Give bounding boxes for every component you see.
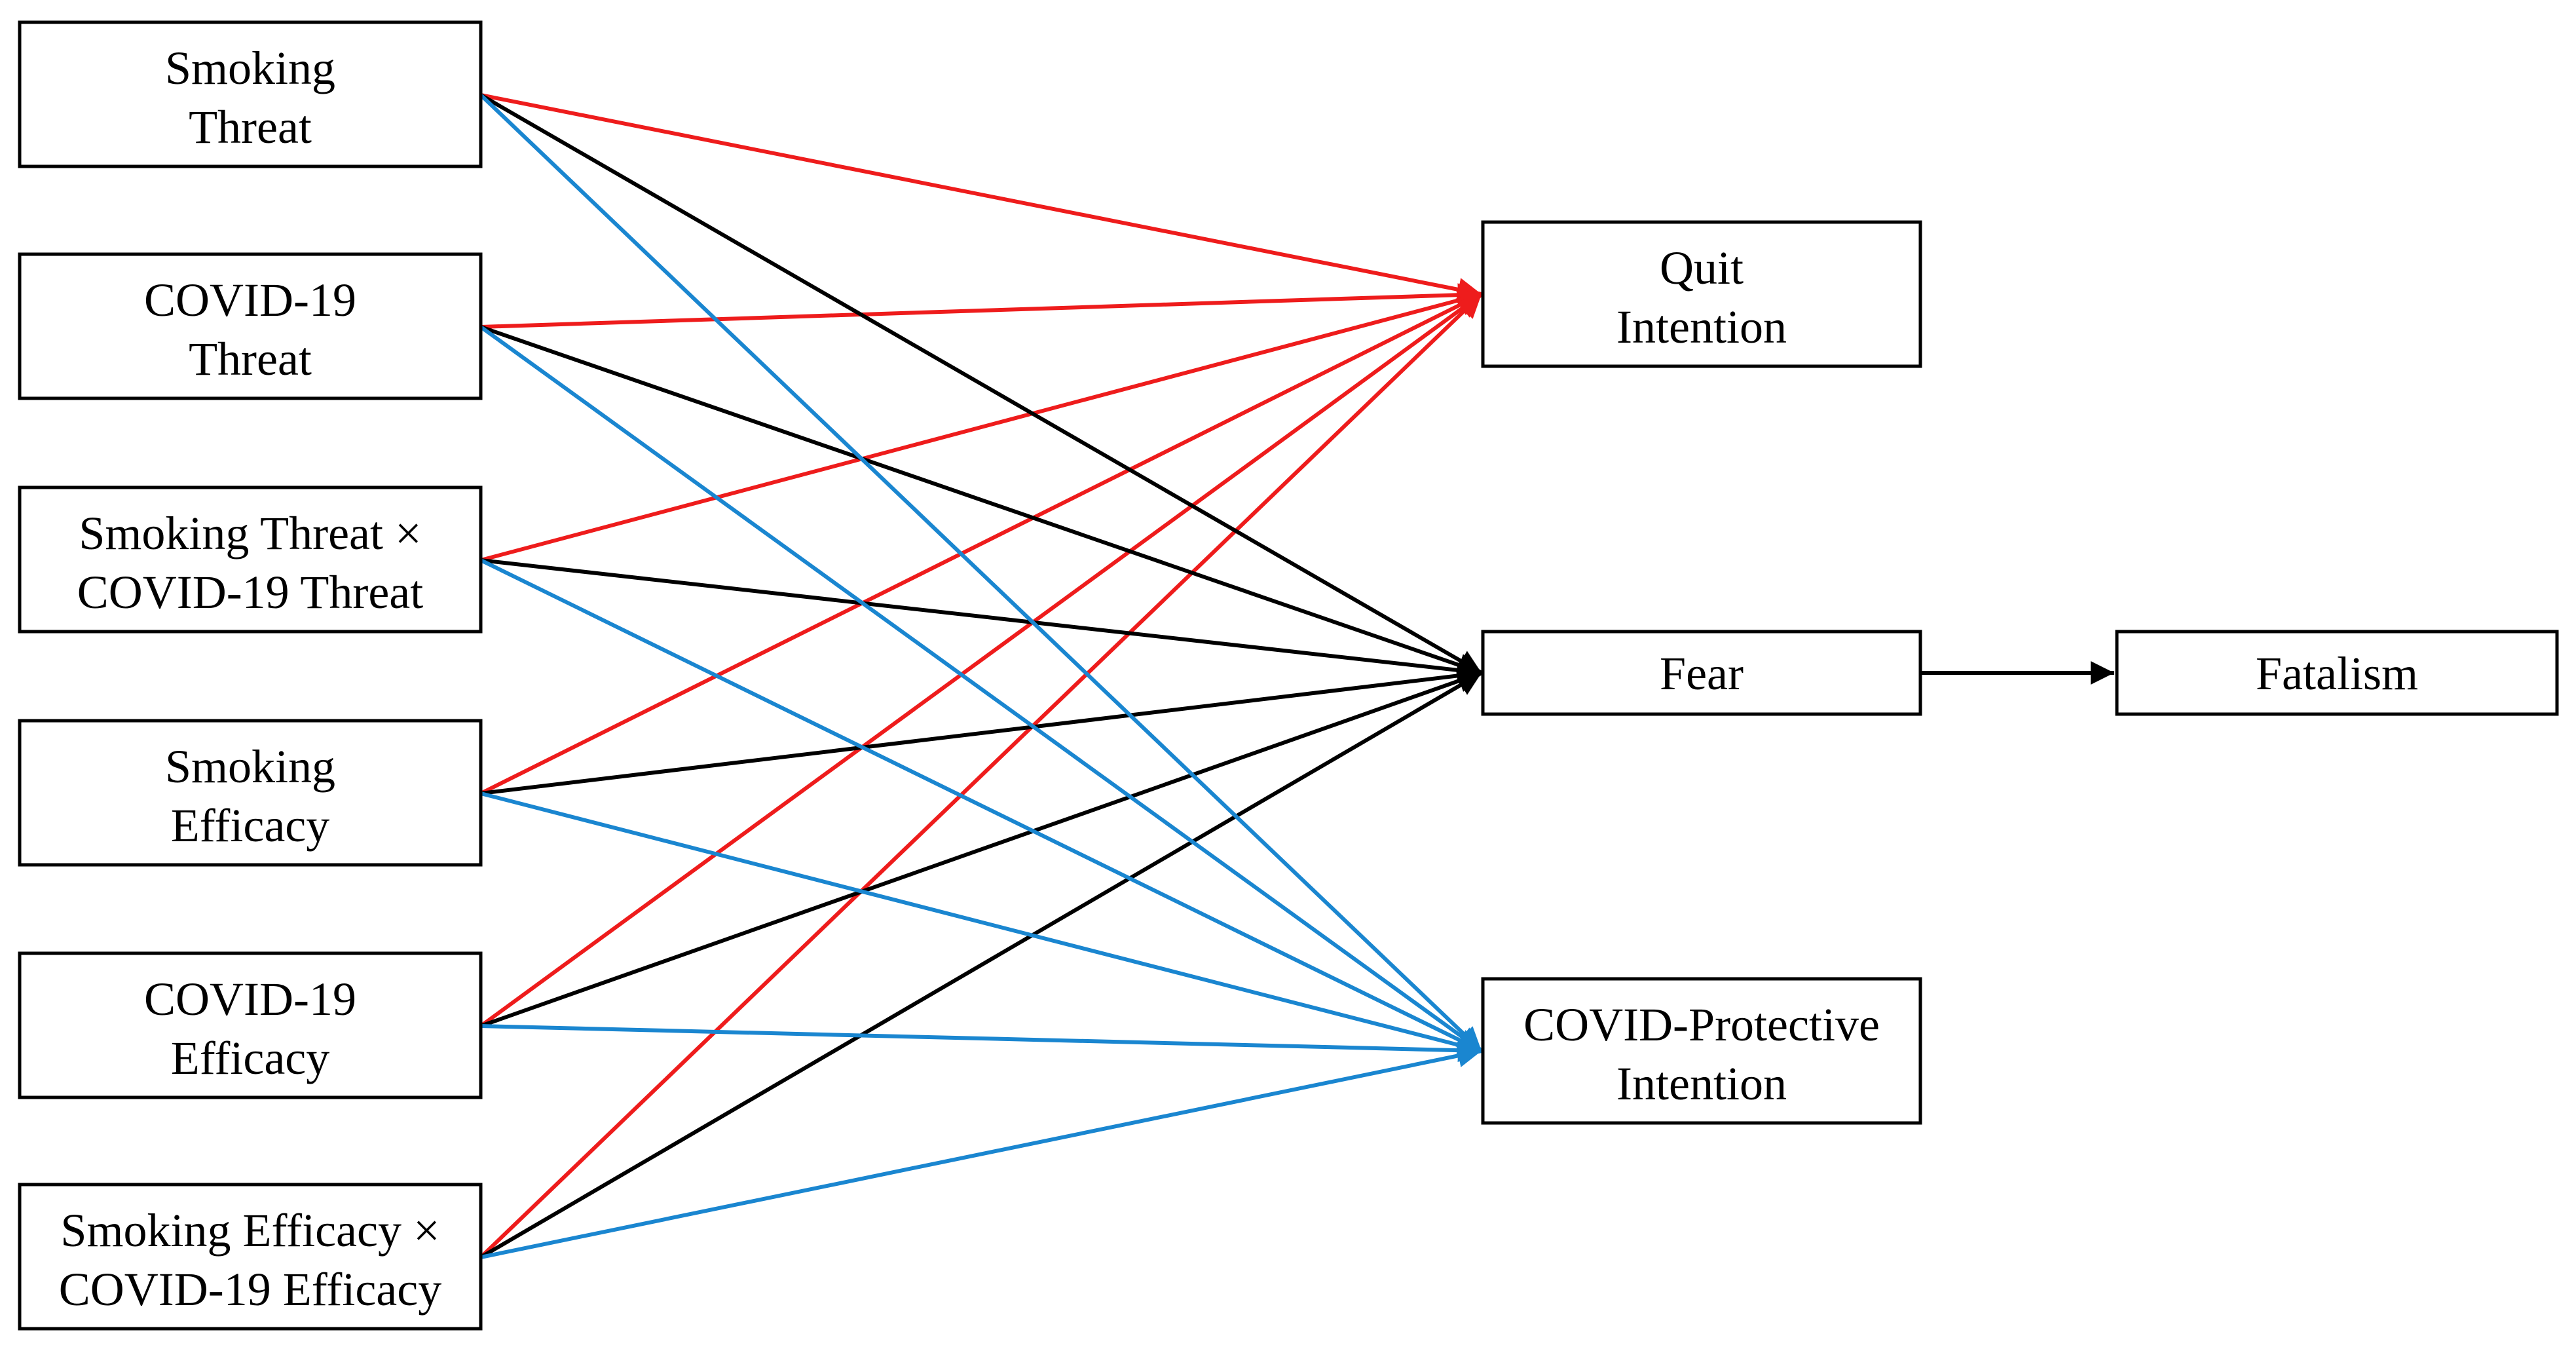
node-covid-threat-line-2: Threat	[189, 333, 312, 385]
arrow-covid-threat-to-covid-protective-intention	[479, 325, 1483, 1053]
arrow-threat-interaction-to-quit-intention	[480, 288, 1482, 562]
node-quit-intention: Quit Intention	[1481, 220, 1922, 368]
node-fear: Fear	[1481, 630, 1922, 716]
arrow-smoking-threat-to-fear	[479, 93, 1483, 675]
node-efficacy-interaction-line-1: Smoking Efficacy ×	[60, 1204, 439, 1257]
arrow-smoking-efficacy-to-quit-intention	[479, 292, 1483, 795]
node-fatalism-label: Fatalism	[2256, 647, 2418, 700]
arrow-covid-threat-to-fear	[480, 325, 1482, 677]
node-smoking-efficacy-line-1: Smoking	[165, 740, 335, 793]
arrow-covid-efficacy-to-covid-protective-intention	[480, 1024, 1482, 1063]
arrow-covid-threat-to-quit-intention	[480, 283, 1482, 329]
node-smoking-threat: Smoking Threat	[18, 20, 483, 168]
arrow-efficacy-interaction-to-fear	[479, 671, 1483, 1259]
node-quit-intention-line-1: Quit	[1660, 242, 1744, 294]
node-covid-efficacy-line-2: Efficacy	[171, 1032, 330, 1084]
node-efficacy-interaction: Smoking Efficacy × COVID-19 Efficacy	[18, 1183, 483, 1331]
arrow-smoking-efficacy-to-covid-protective-intention	[480, 791, 1482, 1057]
node-efficacy-interaction-line-2: COVID-19 Efficacy	[59, 1263, 441, 1316]
arrow-threat-interaction-to-covid-protective-intention	[479, 558, 1483, 1053]
path-arrows	[479, 93, 2114, 1259]
arrow-threat-interaction-to-fear	[480, 558, 1482, 682]
arrow-smoking-threat-to-covid-protective-intention	[479, 93, 1484, 1053]
node-covid-protective-intention-line-1: COVID-Protective	[1523, 998, 1880, 1051]
node-quit-intention-line-2: Intention	[1616, 301, 1787, 353]
arrow-smoking-efficacy-to-fear	[480, 664, 1482, 795]
node-smoking-efficacy-line-2: Efficacy	[171, 799, 330, 852]
arrow-efficacy-interaction-to-covid-protective-intention	[480, 1044, 1482, 1259]
node-smoking-threat-line-1: Smoking	[165, 42, 335, 94]
node-fear-label: Fear	[1660, 647, 1744, 700]
node-covid-protective-intention: COVID-Protective Intention	[1481, 977, 1922, 1125]
node-fatalism: Fatalism	[2115, 630, 2559, 716]
node-covid-efficacy: COVID-19 Efficacy	[18, 951, 483, 1099]
arrow-smoking-threat-to-quit-intention	[480, 93, 1482, 301]
node-covid-protective-intention-line-2: Intention	[1616, 1057, 1787, 1110]
node-threat-interaction-line-1: Smoking Threat ×	[79, 507, 421, 560]
node-smoking-efficacy: Smoking Efficacy	[18, 719, 483, 867]
node-covid-threat-line-1: COVID-19	[144, 274, 356, 326]
arrow-covid-efficacy-to-fear	[480, 670, 1482, 1028]
arrow-efficacy-interaction-to-quit-intention	[479, 292, 1484, 1259]
arrow-covid-efficacy-to-quit-intention	[479, 292, 1483, 1028]
node-threat-interaction: Smoking Threat × COVID-19 Threat	[18, 485, 483, 634]
node-threat-interaction-line-2: COVID-19 Threat	[77, 566, 424, 618]
node-covid-efficacy-line-1: COVID-19	[144, 973, 356, 1025]
node-smoking-threat-line-2: Threat	[189, 101, 312, 153]
node-covid-threat: COVID-19 Threat	[18, 252, 483, 400]
diagram-nodes: Smoking Threat COVID-19 Threat Smoking T…	[18, 20, 2559, 1331]
